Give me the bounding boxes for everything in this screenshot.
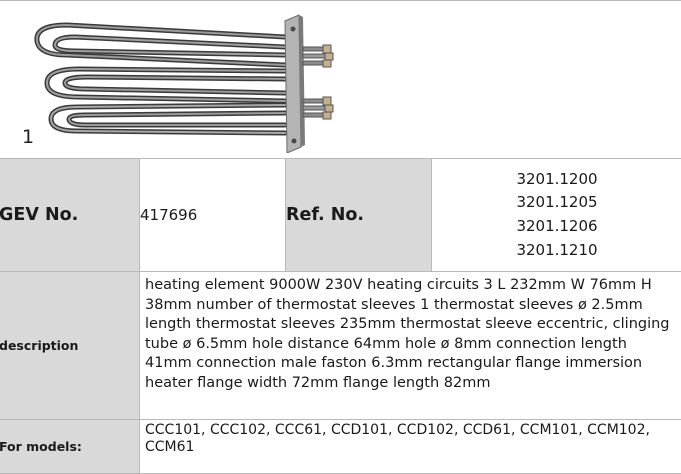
image-row: 1 [0, 0, 681, 159]
ref-value: 3201.1210 [516, 240, 598, 259]
models-label: For models: [0, 419, 140, 474]
ref-value: 3201.1205 [516, 193, 598, 212]
ref-label: Ref. No. [285, 158, 432, 272]
ref-values: 3201.1200 3201.1205 3201.1206 3201.1210 [431, 158, 681, 272]
heating-element-image [34, 14, 334, 153]
gev-label: GEV No. [0, 158, 140, 272]
description-row: description heating element 9000W 230V h… [0, 271, 681, 420]
item-index: 1 [22, 126, 35, 148]
gev-ref-row: GEV No. 417696 Ref. No. 3201.1200 3201.1… [0, 158, 681, 272]
image-cell: 1 [0, 0, 681, 159]
description-label: description [0, 271, 140, 420]
models-row: For models: CCC101, CCC102, CCC61, CCD10… [0, 419, 681, 474]
description-text: heating element 9000W 230V heating circu… [139, 271, 681, 420]
gev-value: 417696 [139, 158, 286, 272]
ref-value: 3201.1206 [516, 217, 598, 235]
ref-value: 3201.1200 [516, 169, 598, 188]
models-text: CCC101, CCC102, CCC61, CCD101, CCD102, C… [139, 419, 681, 474]
